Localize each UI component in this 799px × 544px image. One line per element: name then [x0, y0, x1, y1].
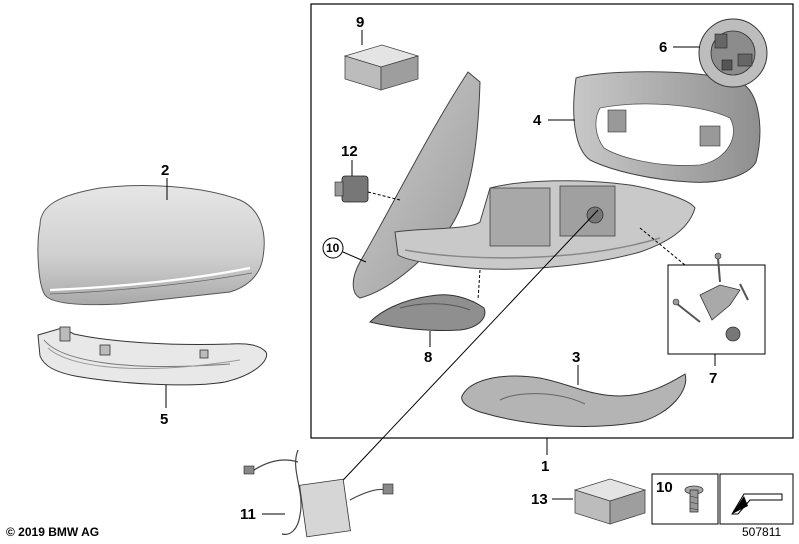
callout-13: 13 — [531, 491, 548, 508]
callout-8: 8 — [424, 349, 432, 366]
part-mirror-housing — [394, 180, 696, 270]
diagram-number: 507811 — [742, 525, 781, 539]
leader-10a — [342, 251, 367, 263]
part-motor-6 — [698, 18, 768, 88]
part-frame-4 — [573, 71, 761, 183]
callout-2: 2 — [161, 162, 169, 179]
part-connector-12 — [334, 175, 369, 203]
callout-10-circle-ring — [322, 237, 344, 259]
callout-5: 5 — [160, 411, 168, 428]
part-10-frame — [651, 473, 719, 525]
leader-11-long — [329, 209, 599, 495]
dash-12 — [367, 191, 401, 201]
callout-10-box: 10 — [656, 479, 673, 496]
callout-11: 11 — [240, 506, 256, 523]
dash-8 — [477, 269, 481, 301]
callout-9: 9 — [356, 14, 364, 31]
part-harness-11 — [243, 449, 394, 538]
sub-frame-7 — [667, 264, 766, 355]
part-screw-10 — [684, 485, 704, 513]
part-9-box — [343, 44, 420, 91]
callout-1: 1 — [541, 458, 549, 475]
arrow-symbol-icon — [731, 493, 783, 515]
part-13-box — [573, 478, 647, 525]
part-cover-8 — [369, 294, 486, 332]
copyright: © 2019 BMW AG — [6, 525, 99, 539]
part-mirror-glass — [352, 71, 481, 299]
assembly-frame — [310, 3, 794, 439]
part-screws-7 — [672, 252, 749, 342]
part-lower-trim-3 — [461, 373, 687, 428]
callout-3: 3 — [572, 349, 580, 366]
callout-7: 7 — [709, 370, 717, 387]
part-mirror-cap — [37, 185, 265, 306]
part-turn-indicator — [37, 326, 268, 386]
callout-12: 12 — [341, 143, 358, 160]
callout-6: 6 — [659, 39, 667, 56]
callout-4: 4 — [533, 112, 542, 129]
symbol-frame — [719, 473, 794, 525]
callout-10-circled: 10 — [326, 241, 340, 255]
